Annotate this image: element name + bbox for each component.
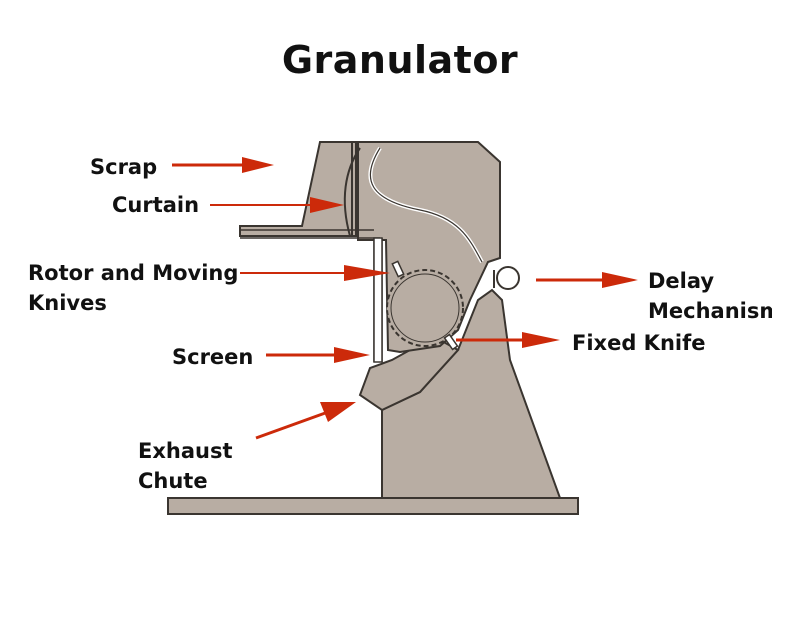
label-rotor-line1: Rotor and Moving — [28, 261, 239, 285]
curtain — [343, 147, 361, 237]
arrow-rotor — [240, 265, 390, 281]
arrow-delay — [536, 272, 638, 288]
label-exhaust-line1: Exhaust — [138, 439, 233, 463]
arrow-fixed-knife — [456, 332, 560, 348]
diagram-title: Granulator — [281, 38, 519, 82]
label-exhaust-line2: Chute — [138, 469, 208, 493]
moving-knife — [391, 260, 405, 278]
delay-mechanism — [496, 266, 520, 290]
base-plate — [167, 497, 579, 515]
label-fixed-knife: Fixed Knife — [572, 331, 706, 355]
label-delay-line1: Delay — [648, 269, 715, 293]
rotor — [386, 269, 464, 347]
label-curtain: Curtain — [112, 193, 200, 217]
arrow-scrap — [172, 157, 274, 173]
fixed-knife — [443, 333, 459, 351]
hopper — [239, 141, 357, 237]
arrow-curtain — [210, 197, 344, 213]
label-screen: Screen — [172, 345, 254, 369]
label-delay-line2: Mechanism — [648, 299, 772, 323]
label-scrap: Scrap — [90, 155, 158, 179]
label-rotor-line2: Knives — [28, 291, 107, 315]
arrow-exhaust — [255, 402, 356, 440]
arrow-screen — [266, 347, 370, 363]
